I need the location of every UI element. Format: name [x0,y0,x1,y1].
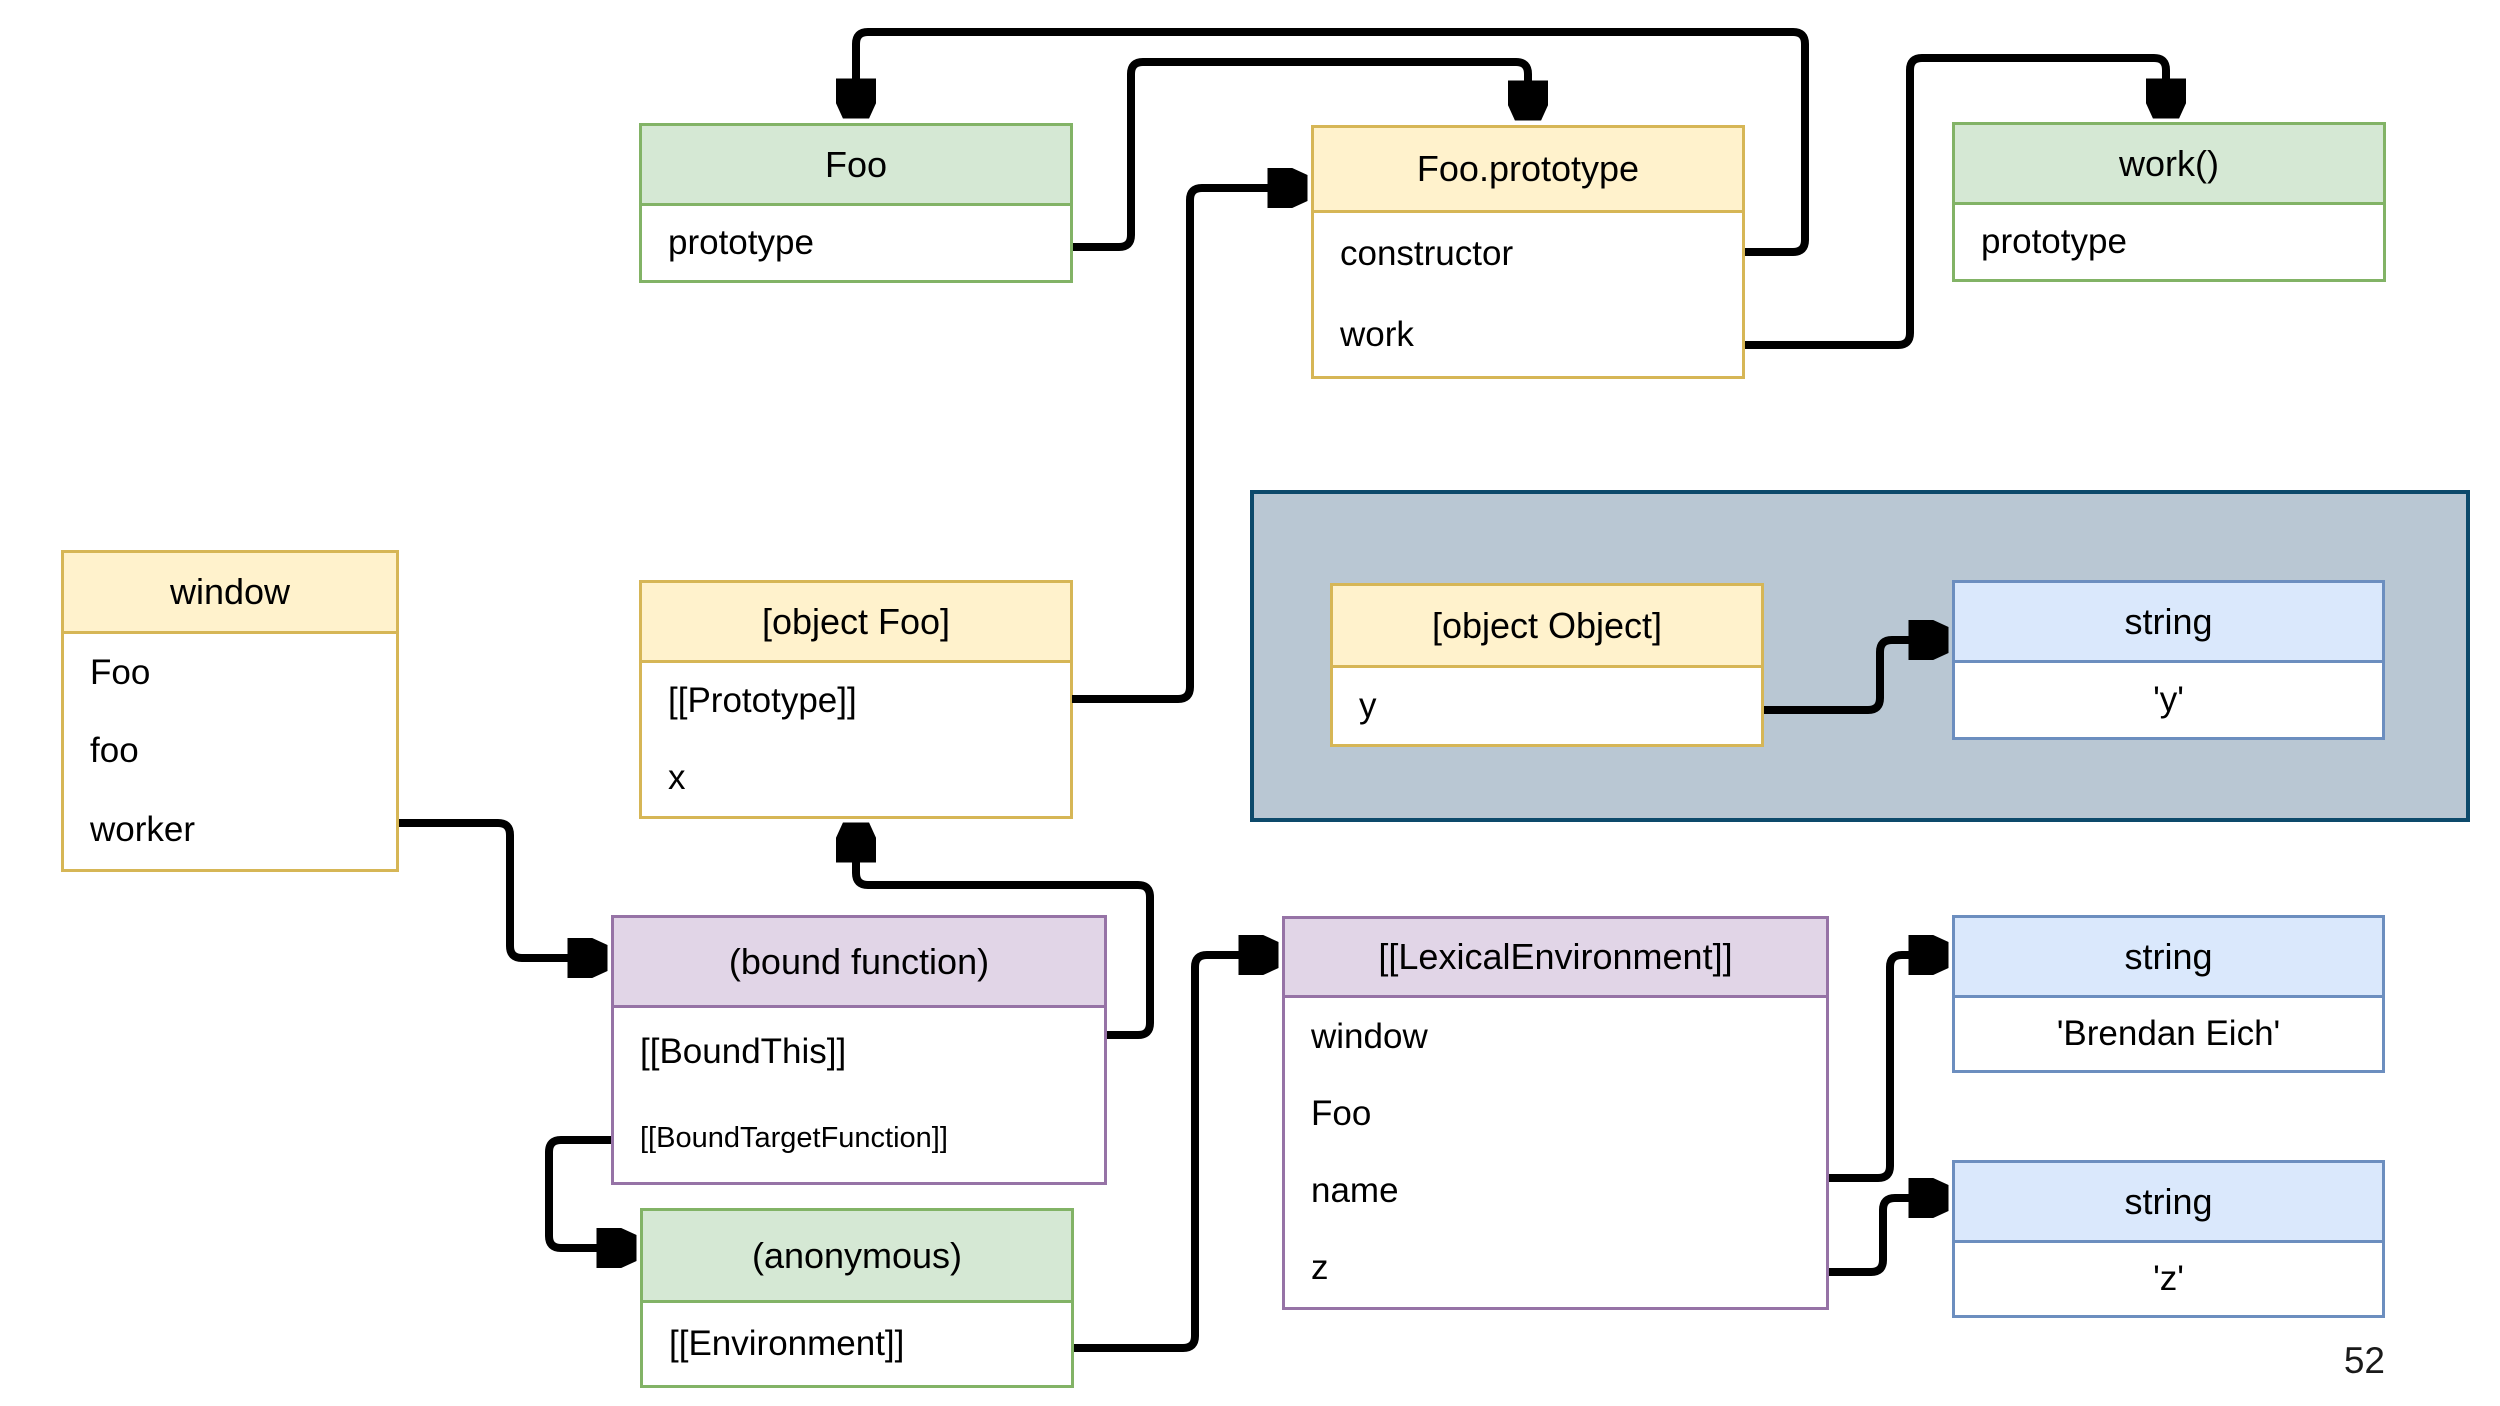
property-row: [[Prototype]] [642,663,1070,740]
node-title: string [1955,583,2382,663]
node-title: [object Object] [1333,586,1761,668]
node-body: prototype [1955,205,2383,279]
property-row: Foo [1285,1075,1826,1153]
slide-page-number: 52 [2343,1340,2385,1381]
node-body: [[Prototype]] x [642,663,1070,816]
node-body: 'z' [1955,1243,2382,1315]
node-foo-prototype: Foo.prototype constructor work [1311,125,1745,379]
arrow-worker-to-bound-function [399,819,599,958]
property-row: x [642,739,1070,816]
node-body: [[BoundThis]] [[BoundTargetFunction]] [614,1008,1104,1182]
node-title: (anonymous) [643,1211,1071,1303]
arrow-name-to-string-brendan [1829,955,1940,1182]
string-value: 'Brendan Eich' [1955,998,2382,1070]
property-row: [[BoundTargetFunction]] [614,1095,1104,1182]
string-value: 'z' [1955,1243,2382,1315]
node-body: 'y' [1955,663,2382,737]
node-title: (bound function) [614,918,1104,1008]
property-row: window [1285,998,1826,1076]
node-string-z: string 'z' [1952,1160,2385,1318]
node-title: [[LexicalEnvironment]] [1285,919,1826,998]
property-row: constructor [1314,213,1742,295]
node-work-function: work() prototype [1952,122,2386,282]
node-bound-function: (bound function) [[BoundThis]] [[BoundTa… [611,915,1107,1185]
node-string-y: string 'y' [1952,580,2385,740]
node-string-brendan-eich: string 'Brendan Eich' [1952,915,2385,1073]
node-title: window [64,553,396,634]
node-body: [[Environment]] [643,1303,1071,1385]
property-row: name [1285,1152,1826,1230]
node-object-foo: [object Foo] [[Prototype]] x [639,580,1073,819]
property-row: worker [64,790,396,869]
node-body: window Foo name z [1285,998,1826,1307]
node-title: [object Foo] [642,583,1070,663]
node-body: 'Brendan Eich' [1955,998,2382,1070]
property-row: prototype [642,206,1070,280]
node-title: string [1955,918,2382,998]
node-body: y [1333,668,1761,744]
node-body: prototype [642,206,1070,280]
node-window: window Foo foo worker [61,550,399,872]
node-foo-function: Foo prototype [639,123,1073,283]
property-row: [[BoundThis]] [614,1008,1104,1095]
property-row: prototype [1955,205,2383,279]
property-row: work [1314,294,1742,376]
property-row: [[Environment]] [643,1303,1071,1385]
property-row: foo [64,712,396,791]
property-row: z [1285,1229,1826,1307]
node-title: Foo [642,126,1070,206]
property-row: y [1333,668,1761,744]
node-lexical-environment: [[LexicalEnvironment]] window Foo name z [1282,916,1829,1310]
node-title: Foo.prototype [1314,128,1742,213]
node-anonymous-function: (anonymous) [[Environment]] [640,1208,1074,1388]
node-title: string [1955,1163,2382,1243]
node-title: work() [1955,125,2383,205]
node-body: Foo foo worker [64,634,396,869]
node-body: constructor work [1314,213,1742,376]
arrow-z-to-string-z [1829,1198,1940,1276]
string-value: 'y' [1955,663,2382,737]
property-row: Foo [64,634,396,713]
node-object-object: [object Object] y [1330,583,1764,747]
